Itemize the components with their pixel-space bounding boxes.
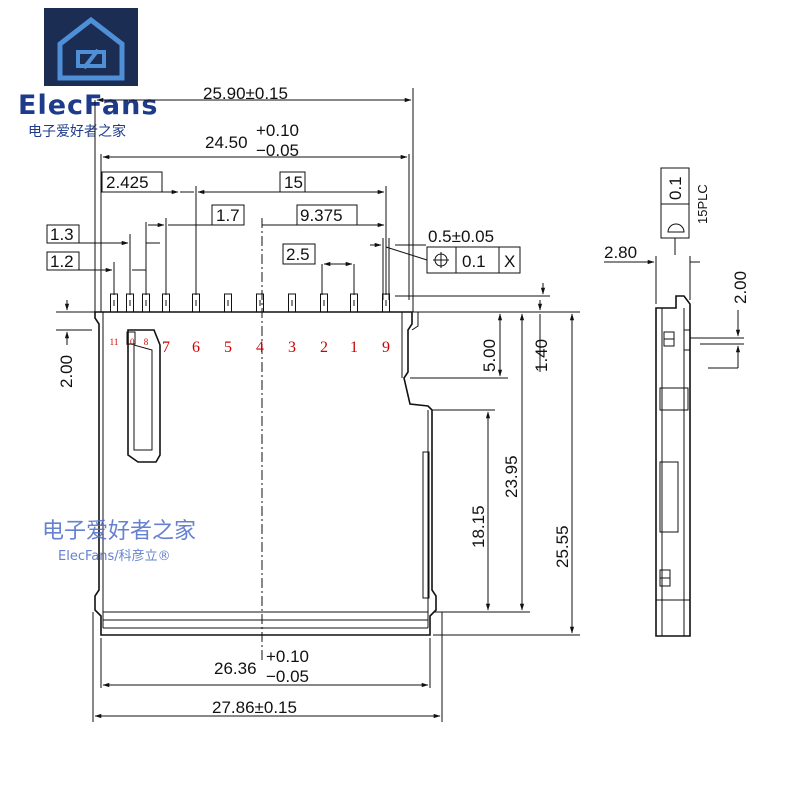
house-window-icon xyxy=(76,50,106,68)
dim-overall-top-width-text: 25.90±0.15 xyxy=(203,84,288,103)
pin-label: 7 xyxy=(162,339,170,356)
pin-label: 4 xyxy=(256,339,264,356)
dim-depth-5-text: 5.00 xyxy=(480,339,499,372)
connector-body xyxy=(86,311,437,636)
pin-label: 1 xyxy=(350,339,358,356)
dim-depth-23-95-text: 23.95 xyxy=(502,455,521,498)
dim-span-9375-text: 9.375 xyxy=(300,206,343,225)
pin-contacts: 11 10 8 7 6 5 4 3 2 1 9 xyxy=(110,293,390,356)
watermark: 电子爱好者之家 ElecFans/科彦立® xyxy=(42,519,196,564)
dim-overall-depth-text: 25.55 xyxy=(553,525,572,568)
pin-label: 6 xyxy=(192,339,200,356)
watermark-subtitle: ElecFans/科彦立® xyxy=(58,548,171,564)
dim-inner-top-width-plus: +0.10 xyxy=(256,121,299,140)
dim-right-depths: 5.00 1.40 23.95 18.15 25.55 xyxy=(410,300,580,636)
bolt-icon xyxy=(82,48,100,70)
flatness-value: 0.1 xyxy=(666,176,685,200)
dim-bottom-inner-minus: −0.05 xyxy=(266,667,309,686)
tolerance-datum: X xyxy=(504,252,515,271)
dim-pin-width-text: 0.5±0.05 xyxy=(428,227,494,246)
dim-pitch-span: 1.7 9.375 xyxy=(148,204,385,295)
tolerance-value: 0.1 xyxy=(462,252,486,271)
position-tolerance-frame: 0.1 X xyxy=(385,246,521,274)
dim-inner-top-width-minus: −0.05 xyxy=(256,141,299,160)
dim-inner-top-width: 24.50 +0.10 −0.05 xyxy=(100,121,410,312)
dim-bottom-inner-base: 26.36 xyxy=(214,659,257,678)
dim-side-height: 2.00 xyxy=(690,271,750,369)
pin-label: 10 xyxy=(126,337,136,347)
dim-pitch-total-text: 15 xyxy=(284,173,303,192)
pin-label: 2 xyxy=(320,339,328,356)
dim-pin-offsets: 2.425 15 xyxy=(101,171,387,295)
dim-bottom-overall-text: 27.86±0.15 xyxy=(212,698,297,717)
dim-left-height-text: 2.00 xyxy=(57,355,76,388)
dim-depth-18-15-text: 18.15 xyxy=(469,505,488,548)
logo-brand: ElecFans xyxy=(18,90,158,121)
datum-x-reference xyxy=(395,283,550,297)
dim-pitch-2-5: 2.5 xyxy=(282,243,355,295)
dim-pitch-1-7-text: 1.7 xyxy=(216,206,240,225)
dim-side-height-text: 2.00 xyxy=(731,271,750,304)
watermark-title: 电子爱好者之家 xyxy=(42,519,196,544)
flatness-tolerance-frame: 0.1 15PLC xyxy=(660,167,710,255)
dim-inner-top-width-base: 24.50 xyxy=(205,133,248,152)
dim-offset-1-2-text: 1.2 xyxy=(50,252,74,271)
dim-depth-1-40-text: 1.40 xyxy=(532,339,551,372)
card-switch-arm xyxy=(126,329,161,463)
elecfans-logo: ElecFans 电子爱好者之家 xyxy=(18,8,158,140)
dim-bottom-widths: 26.36 +0.10 −0.05 27.86±0.15 xyxy=(92,612,443,722)
flatness-symbol-icon xyxy=(667,223,685,233)
logo-subtitle: 电子爱好者之家 xyxy=(28,123,126,140)
house-icon xyxy=(57,16,125,81)
dim-left-height: 2.00 xyxy=(56,300,92,388)
pin-label: 3 xyxy=(288,339,296,356)
flatness-note: 15PLC xyxy=(695,184,710,224)
side-view xyxy=(655,295,691,637)
pin-label: 8 xyxy=(144,337,149,347)
dim-side-thickness: 2.80 xyxy=(604,243,700,304)
pin-label: 9 xyxy=(382,339,390,356)
pin-label: 11 xyxy=(110,337,119,347)
dim-pin1-offset-text: 2.425 xyxy=(106,173,149,192)
dim-side-thickness-text: 2.80 xyxy=(604,243,637,262)
dim-offset-1-3-text: 1.3 xyxy=(50,225,74,244)
dim-small-offsets: 1.3 1.2 xyxy=(46,222,160,295)
dim-overall-top-width: 25.90±0.15 xyxy=(94,84,414,312)
pin-label: 5 xyxy=(224,339,232,356)
dim-pitch-2-5-text: 2.5 xyxy=(286,245,310,264)
dim-bottom-inner-plus: +0.10 xyxy=(266,647,309,666)
